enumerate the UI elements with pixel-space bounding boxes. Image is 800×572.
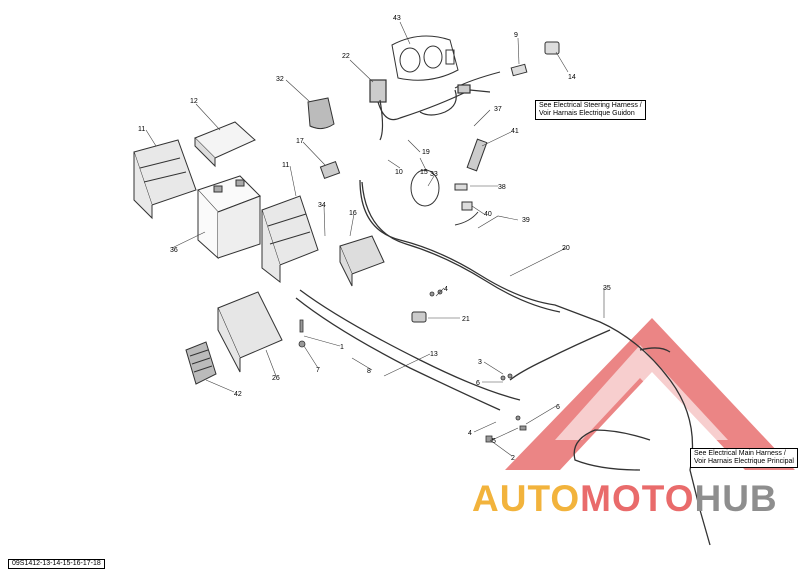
steering-note-line1: See Electrical Steering Harness /	[539, 102, 642, 109]
callout-35: 35	[603, 285, 611, 292]
callout-40: 40	[484, 211, 492, 218]
steering-note-line2: Voir Harnais Electrique Guidon	[539, 110, 635, 117]
callout-4-bottom: 4	[468, 430, 472, 437]
callout-2: 2	[511, 455, 515, 462]
steering-harness	[369, 79, 491, 141]
fasteners	[298, 289, 527, 443]
callout-14: 14	[568, 74, 576, 81]
callout-11-right: 11	[282, 162, 289, 169]
callout-39: 39	[522, 217, 530, 224]
battery-box-left	[133, 139, 197, 220]
watermark-part-moto: MOTO	[580, 478, 695, 519]
steering-harness-note: See Electrical Steering Harness / Voir H…	[535, 100, 646, 120]
callout-6-lower: 6	[556, 404, 560, 411]
switch-connectors	[454, 41, 560, 89]
voltage-regulator	[185, 341, 217, 385]
callout-37: 37	[494, 106, 502, 113]
instrument-cluster	[391, 35, 459, 81]
callout-19: 19	[422, 149, 430, 156]
callout-1: 1	[340, 344, 344, 351]
sensor-21	[411, 311, 427, 323]
callout-11-left: 11	[138, 126, 145, 133]
callout-13: 13	[430, 351, 438, 358]
callout-6-upper: 6	[476, 380, 480, 387]
callout-42: 42	[234, 391, 242, 398]
rubber-boot	[307, 97, 335, 130]
fuse-box	[339, 235, 385, 287]
callout-38: 38	[498, 184, 506, 191]
callout-7: 7	[316, 367, 320, 374]
watermark-part-auto: AUTO	[472, 478, 581, 519]
callout-10: 10	[395, 169, 403, 176]
watermark-logo	[505, 318, 795, 470]
battery-cover	[194, 121, 256, 168]
callout-26: 26	[272, 375, 280, 382]
callout-5: 5	[492, 438, 496, 445]
callout-34: 34	[318, 202, 326, 209]
callout-43: 43	[393, 15, 401, 22]
callout-17: 17	[296, 138, 304, 145]
callout-12: 12	[190, 98, 198, 105]
main-note-line2: Voir Harnais Electrique Principal	[694, 458, 794, 465]
leader-lines	[145, 21, 605, 457]
sensor-41	[466, 138, 488, 172]
callout-41: 41	[511, 128, 519, 135]
drawing-code: 09S1412-13-14-15-16-17-18	[8, 559, 105, 569]
watermark-text: AUTOMOTOHUB	[472, 479, 778, 519]
battery-box-right	[261, 195, 319, 284]
callout-15: 15	[420, 169, 428, 176]
main-harness	[295, 179, 711, 546]
callout-16: 16	[349, 210, 357, 217]
callout-36: 36	[170, 247, 178, 254]
callout-32: 32	[276, 76, 284, 83]
callout-21: 21	[462, 316, 470, 323]
tray-bracket	[217, 291, 283, 373]
callout-22: 22	[342, 53, 350, 60]
watermark-part-hub: HUB	[694, 478, 778, 519]
callout-8: 8	[367, 368, 371, 375]
callout-20: 20	[562, 245, 570, 252]
callout-9: 9	[514, 32, 518, 39]
antenna-loop	[410, 169, 440, 207]
callout-3: 3	[478, 359, 482, 366]
callout-numbers: 43 9 14 22 32 12 11 17 37 41 19 10 15 33…	[138, 15, 611, 462]
battery	[197, 175, 261, 260]
brackets	[454, 183, 479, 226]
relay	[319, 160, 341, 180]
main-note-line1: See Electrical Main Harness /	[694, 450, 786, 457]
main-harness-note: See Electrical Main Harness / Voir Harna…	[690, 448, 798, 468]
callout-33: 33	[430, 171, 438, 178]
callout-4-top: 4	[444, 286, 448, 293]
